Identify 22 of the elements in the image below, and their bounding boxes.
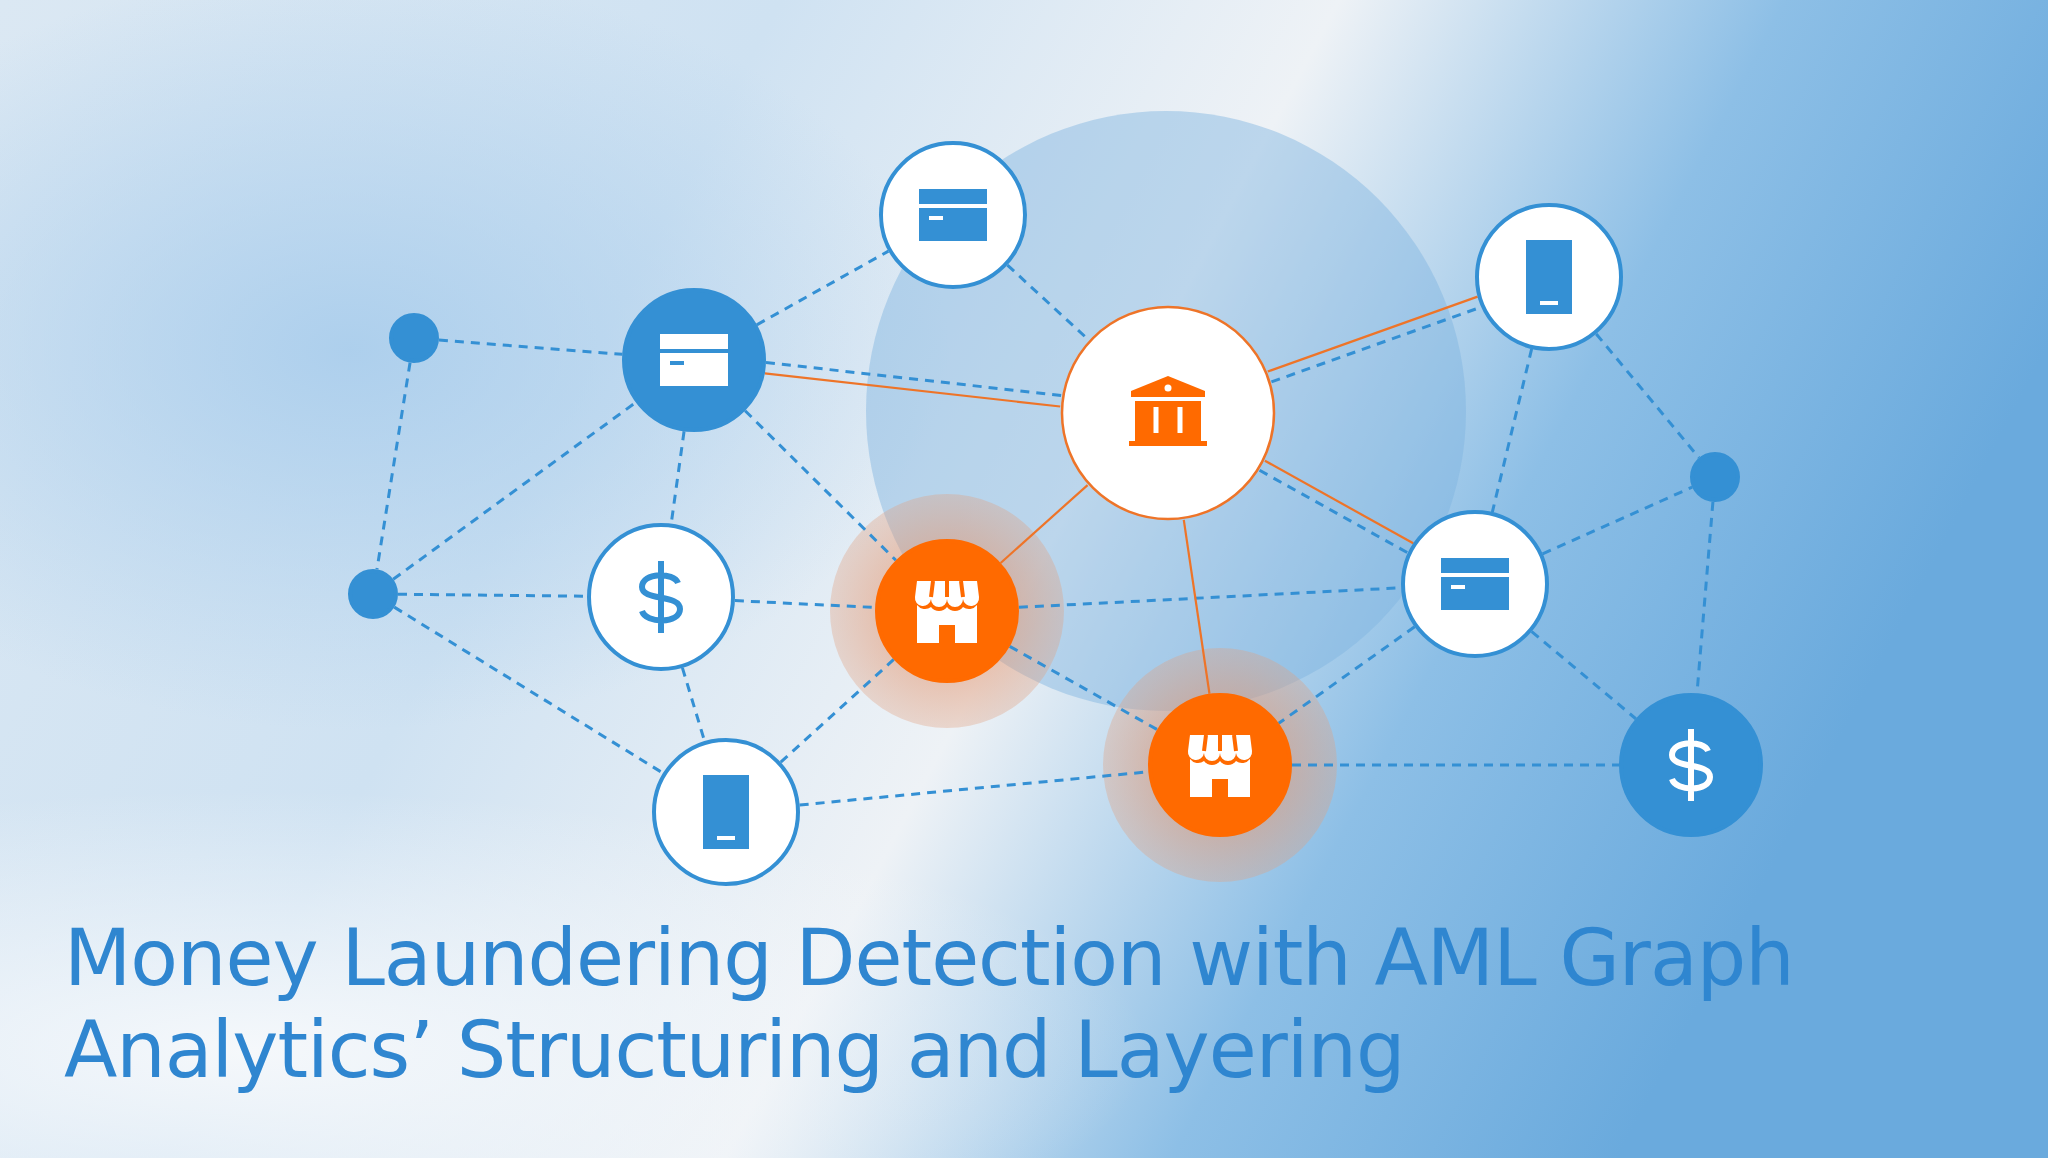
connector-line bbox=[1267, 295, 1478, 373]
dashed-connector bbox=[1595, 332, 1701, 459]
dashed-connector bbox=[392, 401, 637, 581]
dashed-connector bbox=[779, 658, 895, 764]
dashed-connector bbox=[375, 362, 412, 570]
dashed-connector bbox=[744, 409, 897, 562]
dashed-connector bbox=[756, 249, 890, 327]
dashed-connector bbox=[765, 361, 1062, 398]
dashed-connector bbox=[1258, 468, 1409, 555]
dashed-connector bbox=[1008, 645, 1159, 731]
connector-line bbox=[1264, 459, 1414, 545]
dashed-connector bbox=[393, 605, 664, 775]
connector-line bbox=[764, 372, 1061, 408]
title: Money Laundering Detection with AML Graph Analytics’ Structuring and Layering bbox=[64, 912, 1795, 1096]
connector-line bbox=[999, 484, 1089, 564]
dashed-connector bbox=[1541, 485, 1693, 556]
dashed-connector bbox=[1277, 625, 1416, 725]
dashed-connector bbox=[438, 338, 623, 356]
dashed-connector bbox=[1490, 348, 1534, 513]
dashed-connector bbox=[1292, 763, 1619, 767]
dashed-connector bbox=[1530, 630, 1637, 720]
connector-line bbox=[1182, 519, 1211, 694]
